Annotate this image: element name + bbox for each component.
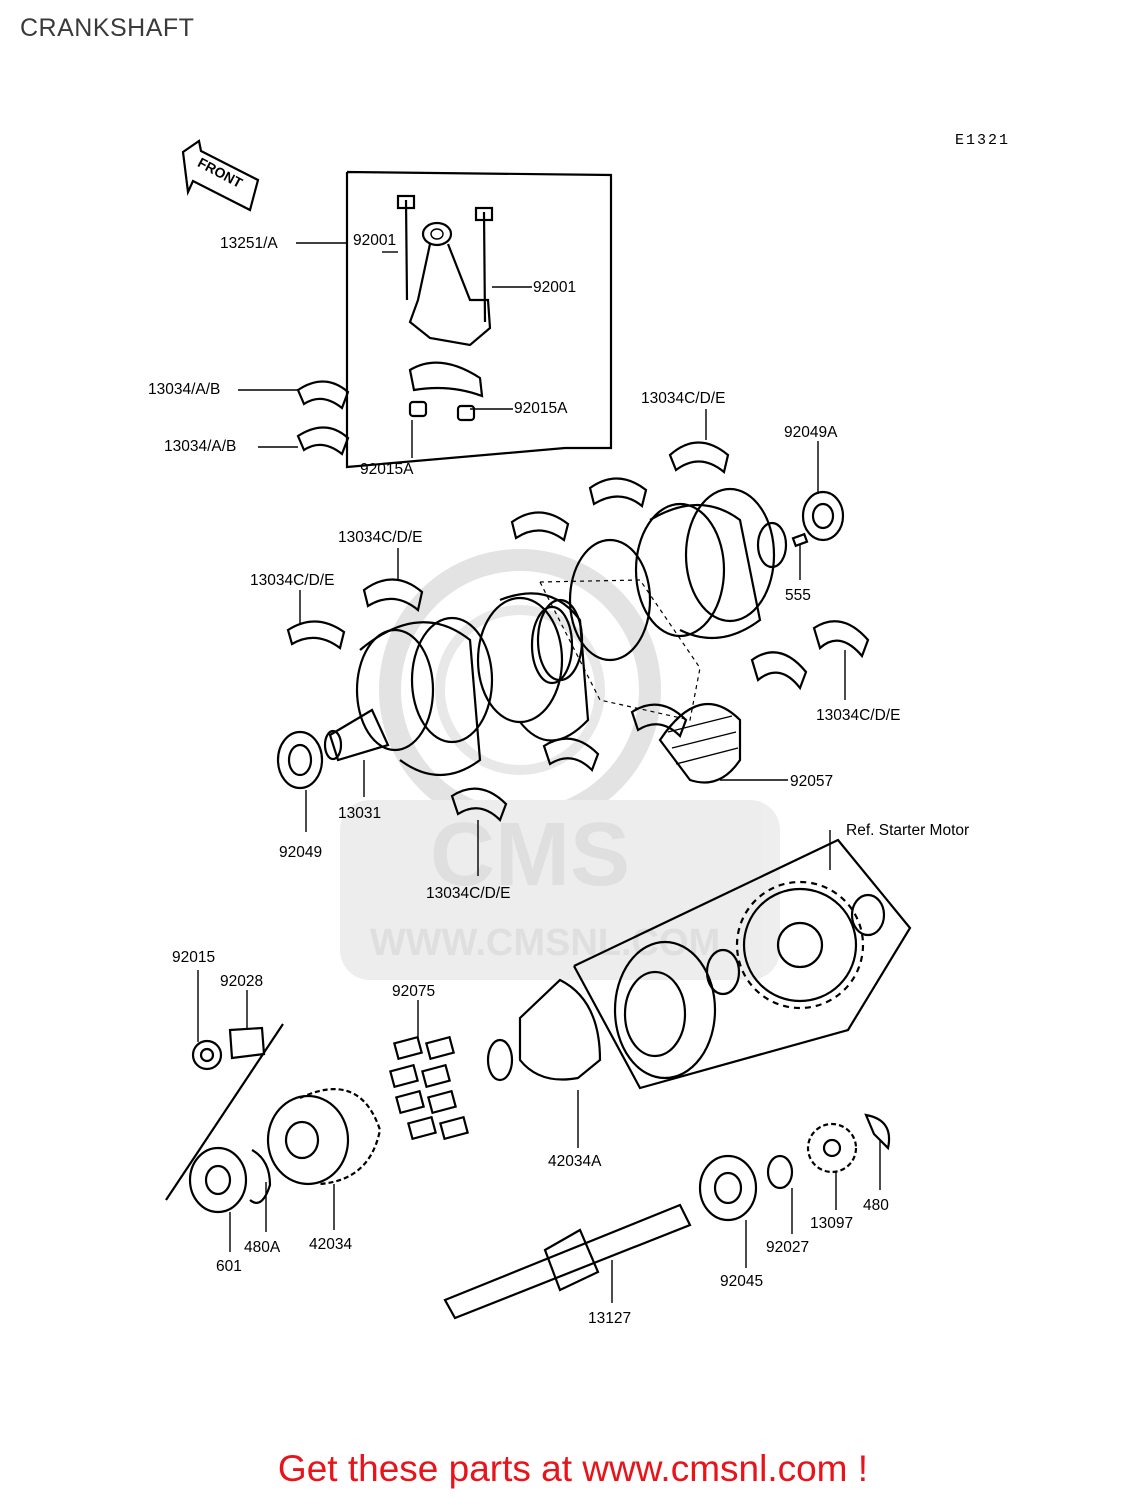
label-555: 555 [785, 587, 811, 604]
rod-bearing-shells [296, 380, 350, 456]
leader-lines [197, 242, 881, 1303]
front-arrow: FRONT [181, 139, 260, 212]
crankshaft [323, 487, 788, 777]
label-92075: 92075 [392, 983, 435, 1000]
label-92028: 92028 [220, 973, 263, 990]
label-92045: 92045 [720, 1273, 763, 1290]
label-ref-starter-motor: Ref. Starter Motor [846, 822, 969, 839]
label-92049a: 92049A [784, 424, 838, 441]
label-13034cde-right: 13034C/D/E [816, 707, 900, 724]
label-13034-ab-lower: 13034/A/B [164, 438, 236, 455]
starter-gear-group [165, 1023, 382, 1214]
connecting-rod-group [345, 170, 613, 469]
oil-seals [276, 490, 845, 790]
label-13034cde-top: 13034C/D/E [641, 390, 725, 407]
label-92057: 92057 [790, 773, 833, 790]
label-13034cde-mid: 13034C/D/E [338, 529, 422, 546]
label-92015: 92015 [172, 949, 215, 966]
label-42034a: 42034A [548, 1153, 602, 1170]
label-13127: 13127 [588, 1310, 631, 1327]
diagram-code: E1321 [955, 132, 1010, 149]
label-13034-ab-upper: 13034/A/B [148, 381, 220, 398]
label-13034cde-left: 13034C/D/E [250, 572, 334, 589]
label-480a: 480A [244, 1239, 281, 1256]
watermark: CMS WWW.CMSNL.COM [340, 549, 780, 980]
label-601: 601 [216, 1258, 242, 1275]
starter-rollers [388, 1035, 470, 1141]
part-labels: 13251/A 92001 92001 13034/A/B 13034/A/B … [148, 232, 969, 1327]
output-shaft-group [443, 1113, 891, 1320]
label-42034: 42034 [309, 1236, 352, 1253]
watermark-brand: CMS [430, 805, 630, 905]
label-13251-a: 13251/A [220, 235, 278, 252]
label-92027: 92027 [766, 1239, 809, 1256]
label-92015a-left: 92015A [360, 461, 414, 478]
label-92001-left: 92001 [353, 232, 396, 249]
label-92049: 92049 [279, 844, 322, 861]
label-92001-right: 92001 [533, 279, 576, 296]
page-title: CRANKSHAFT [20, 14, 195, 42]
main-bearing-shells [286, 441, 870, 822]
cam-chain [658, 703, 742, 784]
label-480: 480 [863, 1197, 889, 1214]
starter-clutch-group [486, 838, 912, 1090]
cmsnl-cta-link[interactable]: Get these parts at www.cmsnl.com ! [277, 1448, 869, 1489]
label-13031: 13031 [338, 805, 381, 822]
label-92015a-right: 92015A [514, 400, 568, 417]
label-13034cde-bottom: 13034C/D/E [426, 885, 510, 902]
label-13097: 13097 [810, 1215, 853, 1232]
